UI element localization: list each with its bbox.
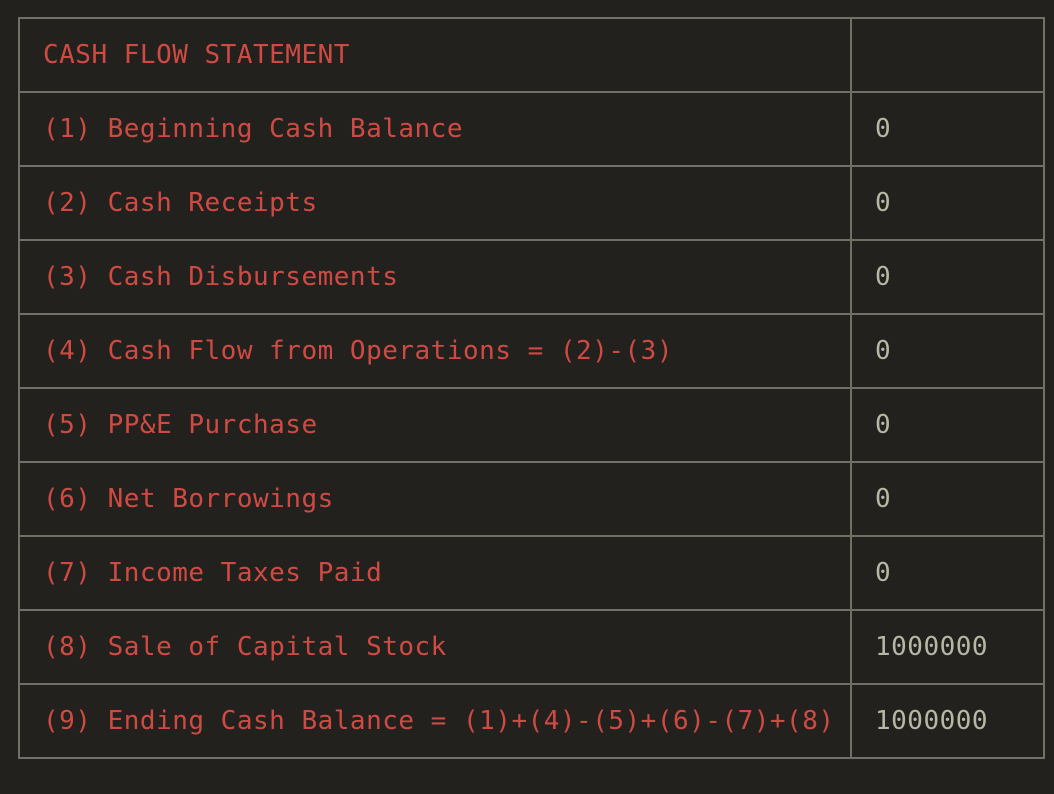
cash-flow-table: CASH FLOW STATEMENT (1) Beginning Cash B… — [18, 17, 1045, 759]
row-label-ending-cash-balance: (9) Ending Cash Balance = (1)+(4)-(5)+(6… — [18, 683, 852, 759]
row-label-cash-receipts: (2) Cash Receipts — [18, 165, 852, 241]
row-label-cash-flow-from-operations: (4) Cash Flow from Operations = (2)-(3) — [18, 313, 852, 389]
row-value-net-borrowings: 0 — [850, 461, 1045, 537]
table-row: (2) Cash Receipts 0 — [18, 165, 1045, 241]
row-label-income-taxes-paid: (7) Income Taxes Paid — [18, 535, 852, 611]
row-label-cash-disbursements: (3) Cash Disbursements — [18, 239, 852, 315]
row-value-ppe-purchase: 0 — [850, 387, 1045, 463]
table-row: (7) Income Taxes Paid 0 — [18, 535, 1045, 611]
statement-title-value — [850, 17, 1045, 93]
row-label-beginning-cash-balance: (1) Beginning Cash Balance — [18, 91, 852, 167]
table-row: (4) Cash Flow from Operations = (2)-(3) … — [18, 313, 1045, 389]
row-value-ending-cash-balance: 1000000 — [850, 683, 1045, 759]
table-row: (9) Ending Cash Balance = (1)+(4)-(5)+(6… — [18, 683, 1045, 759]
cash-flow-statement: CASH FLOW STATEMENT (1) Beginning Cash B… — [18, 17, 1045, 759]
table-row: (8) Sale of Capital Stock 1000000 — [18, 609, 1045, 685]
table-row: (6) Net Borrowings 0 — [18, 461, 1045, 537]
row-label-net-borrowings: (6) Net Borrowings — [18, 461, 852, 537]
row-value-sale-of-capital-stock: 1000000 — [850, 609, 1045, 685]
row-value-beginning-cash-balance: 0 — [850, 91, 1045, 167]
table-row: (3) Cash Disbursements 0 — [18, 239, 1045, 315]
row-value-cash-receipts: 0 — [850, 165, 1045, 241]
table-header-row: CASH FLOW STATEMENT — [18, 17, 1045, 93]
statement-title: CASH FLOW STATEMENT — [18, 17, 852, 93]
row-value-income-taxes-paid: 0 — [850, 535, 1045, 611]
row-value-cash-flow-from-operations: 0 — [850, 313, 1045, 389]
row-label-sale-of-capital-stock: (8) Sale of Capital Stock — [18, 609, 852, 685]
row-value-cash-disbursements: 0 — [850, 239, 1045, 315]
table-row: (1) Beginning Cash Balance 0 — [18, 91, 1045, 167]
table-row: (5) PP&E Purchase 0 — [18, 387, 1045, 463]
row-label-ppe-purchase: (5) PP&E Purchase — [18, 387, 852, 463]
